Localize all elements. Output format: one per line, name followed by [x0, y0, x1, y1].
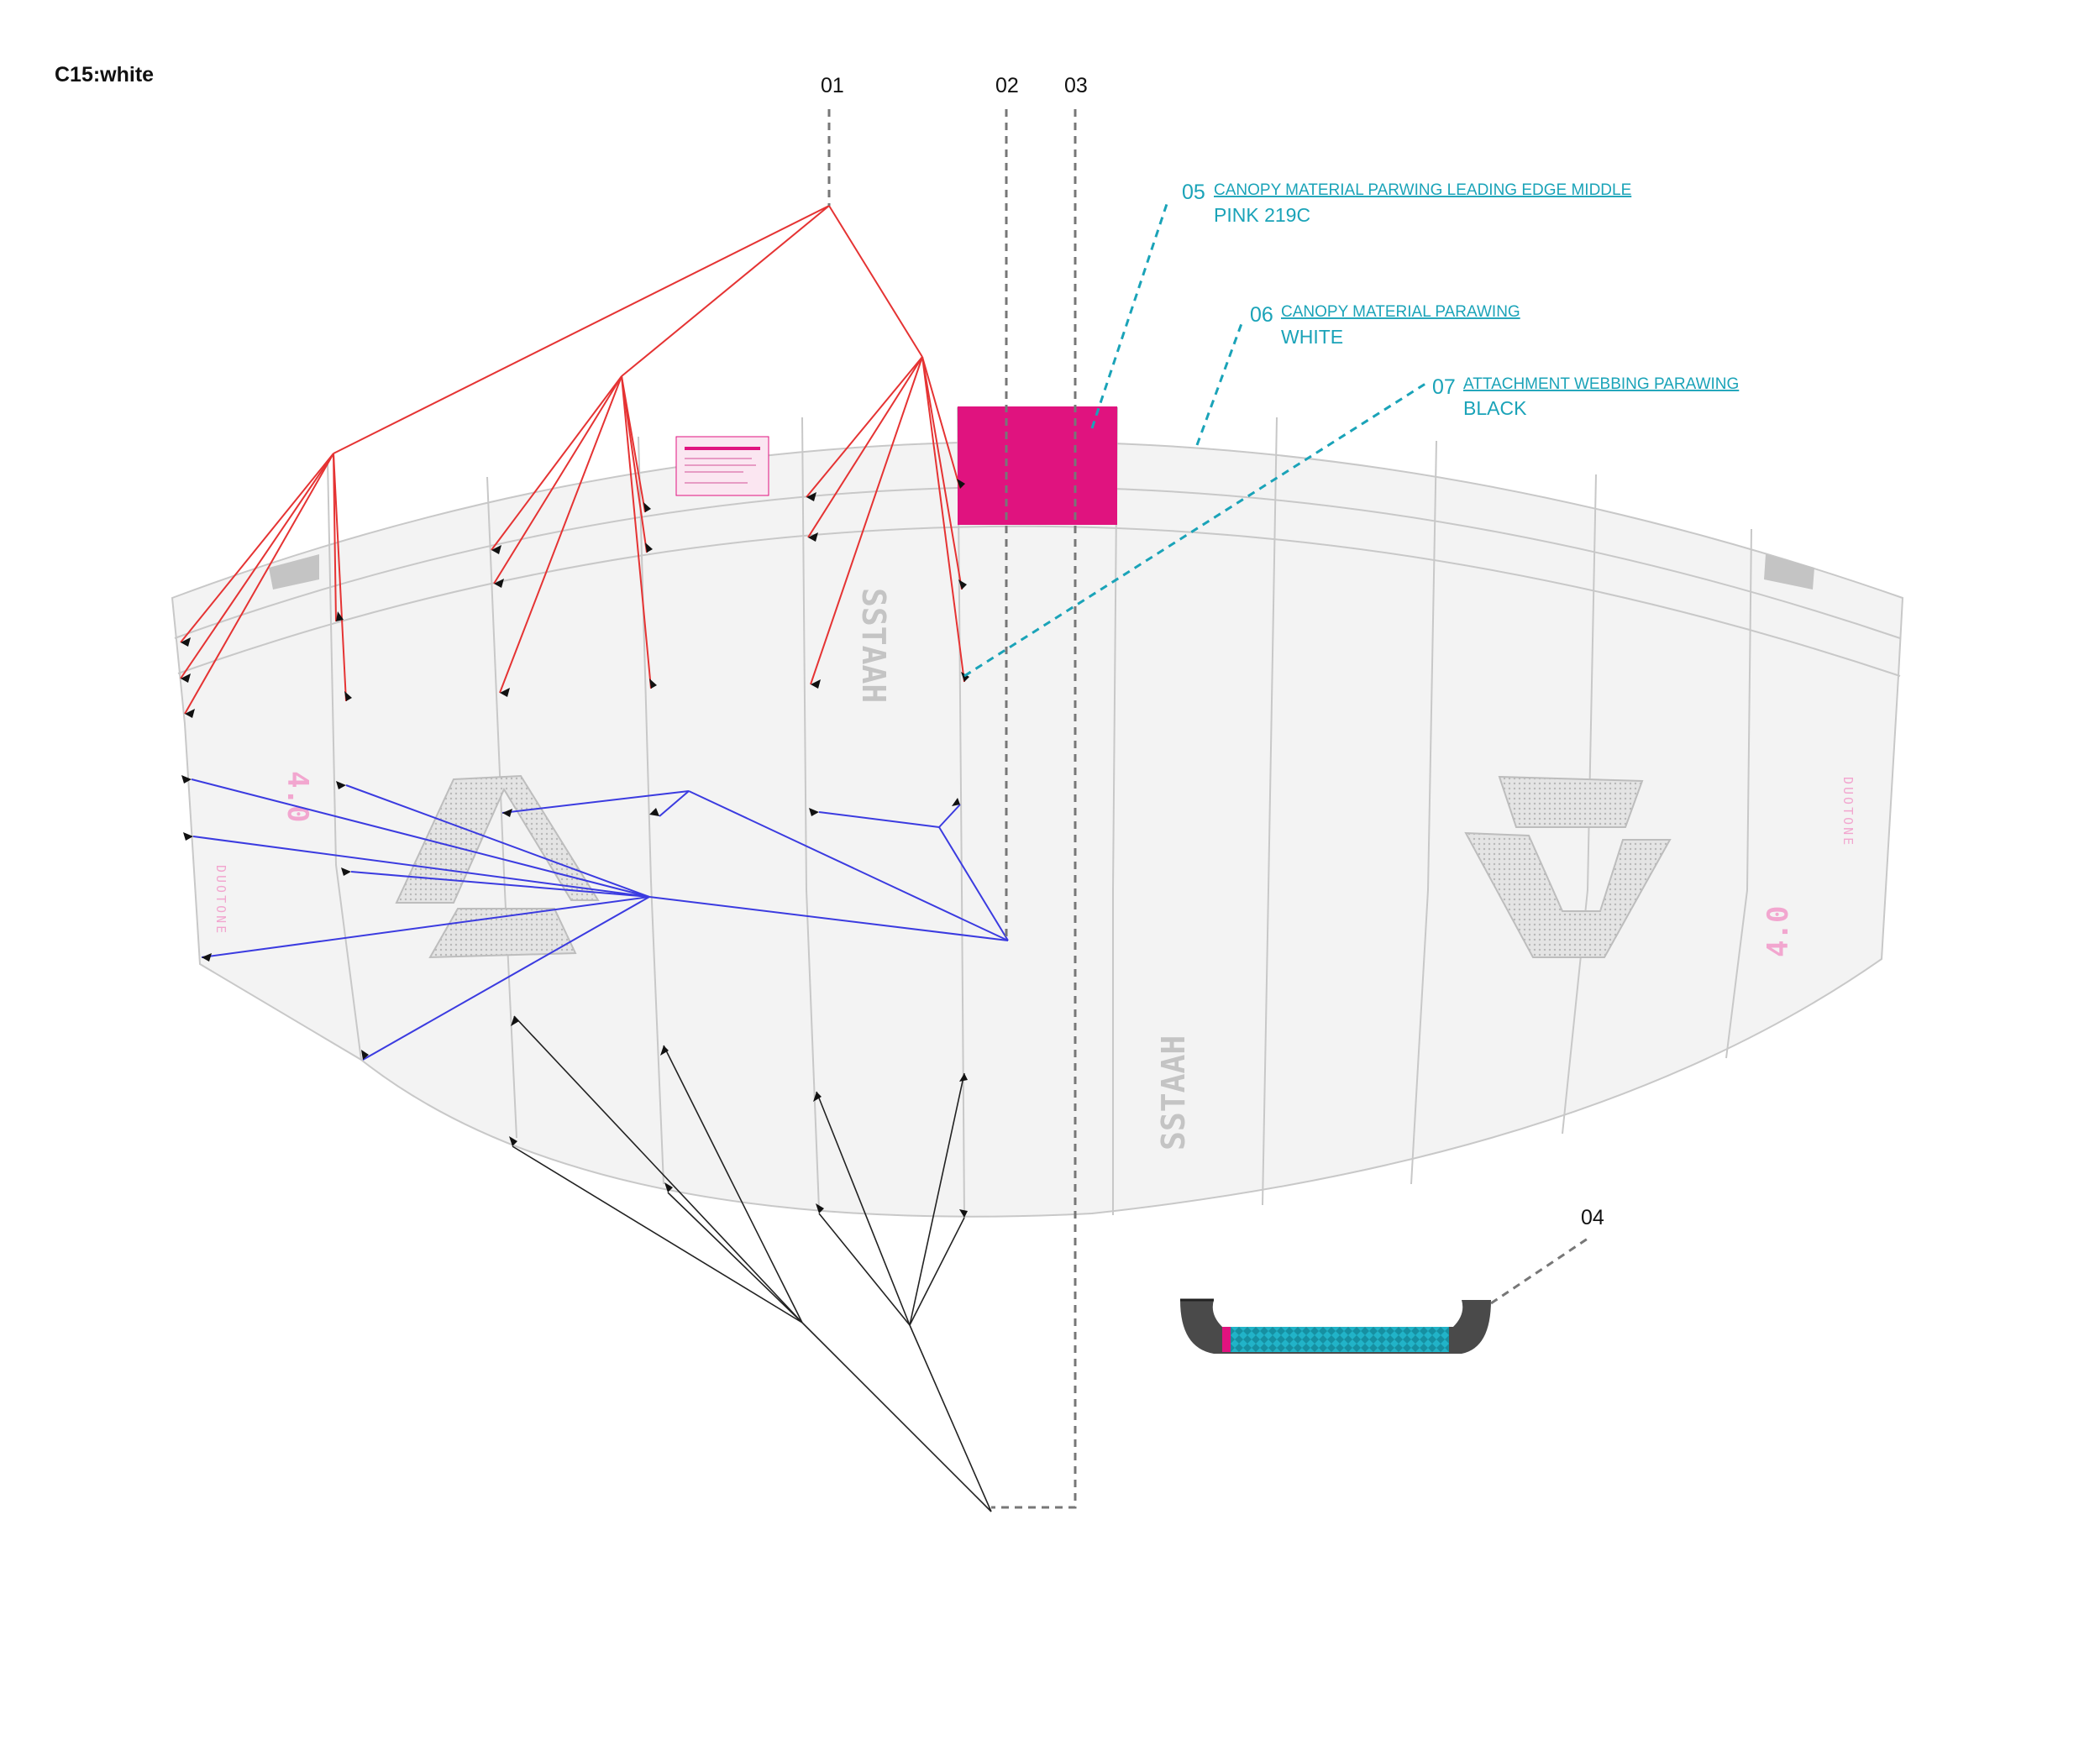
- pink-leading-edge-panel: [958, 406, 1117, 525]
- brand-text-lower: SSTAAH: [1155, 1035, 1192, 1150]
- callout-07-number: 07: [1432, 375, 1456, 399]
- canopy: SSTAAH SSTAAH 4.0 4.0 DUOTONE DUOTONE: [171, 406, 1904, 1219]
- duotone-logo-right: [1464, 775, 1672, 958]
- code-03-label: 03: [1064, 74, 1088, 97]
- size-text-right: 4.0: [1761, 906, 1795, 957]
- warning-label: [675, 436, 769, 496]
- callout-06: 06 CANOPY MATERIAL PARAWING WHITE: [1195, 303, 1520, 446]
- front-bridle-lines: [180, 205, 965, 715]
- callout-07-description: ATTACHMENT WEBBING PARAWING: [1463, 375, 1739, 393]
- handle: [1180, 1298, 1491, 1354]
- size-text-left: 4.0: [281, 771, 314, 822]
- page-title: C15:white: [55, 63, 154, 86]
- callout-07: 07 ATTACHMENT WEBBING PARAWING BLACK: [963, 375, 1739, 678]
- code-leaders: [827, 109, 1077, 1509]
- middle-bridle-lines: [191, 778, 1009, 1061]
- callout-06-color: WHITE: [1281, 326, 1343, 348]
- callout-05: 05 CANOPY MATERIAL PARWING LEADING EDGE …: [1090, 181, 1631, 429]
- callout-05-description: CANOPY MATERIAL PARWING LEADING EDGE MID…: [1214, 181, 1631, 199]
- callout-05-number: 05: [1182, 181, 1205, 204]
- duotone-text-left: DUOTONE: [213, 865, 228, 936]
- code-04-label: 04: [1581, 1206, 1604, 1229]
- attachment-points: [181, 479, 969, 1218]
- callout-06-number: 06: [1250, 303, 1273, 327]
- callout-07-color: BLACK: [1463, 397, 1527, 419]
- code-01-label: 01: [821, 74, 844, 97]
- rear-bridle-lines: [512, 1015, 992, 1512]
- code-02-label: 02: [995, 74, 1019, 97]
- callout-05-color: PINK 219C: [1214, 204, 1310, 226]
- brand-text-upper: SSTAAH: [855, 588, 892, 703]
- callout-06-description: CANOPY MATERIAL PARAWING: [1281, 303, 1520, 321]
- duotone-text-right: DUOTONE: [1840, 777, 1856, 847]
- code-04-leader: [1490, 1237, 1588, 1305]
